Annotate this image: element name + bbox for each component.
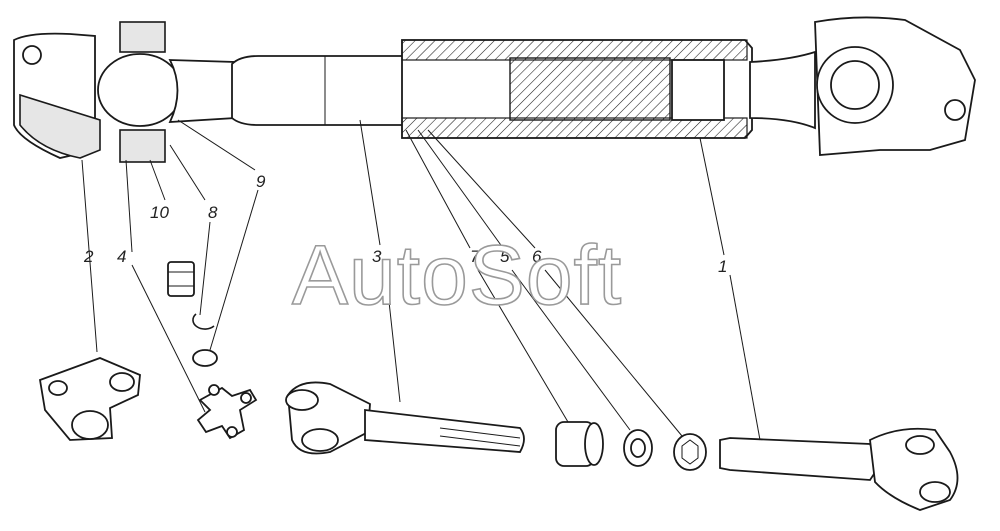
part-6-star-washer [673,433,707,471]
callout-9: 9 [256,172,266,191]
left-flange-bolt-hole-icon [22,45,42,65]
callout-6: 6 [532,247,542,266]
callout-2: 2 [83,247,94,266]
callout-4: 4 [117,247,126,266]
assembled-driveshaft [13,16,976,163]
right-shaft-neck [749,50,816,130]
watermark-text: AutoSoft [292,228,622,322]
left-flange-section [19,93,101,159]
left-bearing-cup-top [119,21,166,53]
callout-3: 3 [372,247,382,266]
part-1-slip-sleeve-yoke [719,427,959,511]
right-flange-bolt-hole-icon [944,99,966,121]
splined-shaft [231,55,421,126]
part-4-cross-spider [196,384,258,440]
left-spider-body [97,53,183,127]
callout-1: 1 [718,257,727,276]
leader-lines [81,119,761,441]
left-bearing-cup-bottom [119,129,166,163]
part-2-flange-yoke [38,357,141,441]
sleeve-inner-end [671,59,725,121]
callout-10: 10 [150,203,169,222]
sleeve-wall-bottom [401,117,748,139]
part-9-seal-washer [192,349,218,367]
callout-8: 8 [208,203,218,222]
part-10-bearing-cup [167,261,195,297]
right-spider-inner-icon [830,60,880,110]
part-3-splined-shaft-yoke [285,381,525,455]
exploded-parts [38,261,959,511]
part-7-nut [555,421,604,467]
sleeve-wall-top [401,39,748,61]
part-5-ring [623,429,653,467]
left-shaft-yoke [168,59,236,123]
callout-5: 5 [500,247,510,266]
callout-7: 7 [470,247,480,266]
spline-insert [509,57,671,121]
callout-labels: 1 2 3 4 5 6 7 8 9 10 [83,172,727,276]
part-8-snap-ring [192,313,215,330]
